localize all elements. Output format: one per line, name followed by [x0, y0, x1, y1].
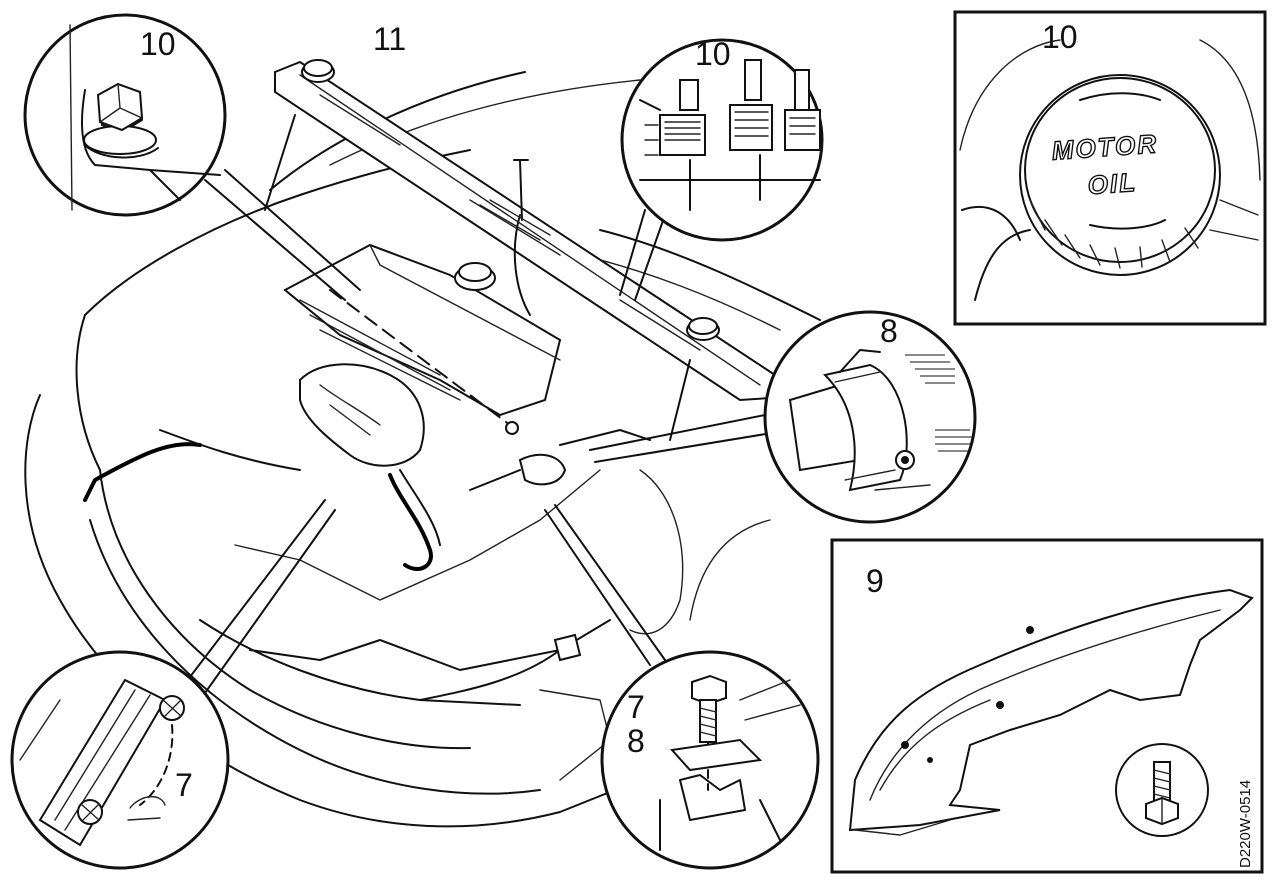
callout-7-bottom-center: 7 — [627, 689, 645, 725]
callout-7-bottom-left: 7 — [175, 767, 193, 803]
engine-bay-illustration — [24, 59, 821, 828]
detail-bottom-center-bolt — [600, 650, 820, 870]
figure-reference-code: D220W-0514 — [1237, 780, 1254, 868]
callout-labels: 10 11 10 10 8 9 7 7 8 — [140, 19, 1078, 803]
callout-11-support-bar: 11 — [373, 21, 406, 57]
callout-10-top-center: 10 — [695, 36, 731, 72]
callout-9-shield: 9 — [866, 563, 884, 599]
detail-right-hose-clamp — [763, 310, 977, 524]
detail-oil-filler-cap: MOTOR OIL — [953, 10, 1267, 326]
leader-lines — [179, 169, 1166, 741]
oil-cap-label-oil: OIL — [1087, 167, 1138, 200]
callout-8-right-clamp: 8 — [880, 313, 898, 349]
detail-bottom-left-mount-bolts — [10, 650, 230, 870]
detail-top-left-drain-plug — [23, 13, 227, 217]
callout-8-bottom-center: 8 — [627, 723, 645, 759]
hatch-texture — [905, 354, 972, 452]
callout-10-oil-cap: 10 — [1042, 19, 1078, 55]
callout-10-top-left: 10 — [140, 26, 176, 62]
detail-top-center-fuse-relays — [620, 38, 824, 242]
detail-splash-shield-panel — [830, 538, 1264, 874]
